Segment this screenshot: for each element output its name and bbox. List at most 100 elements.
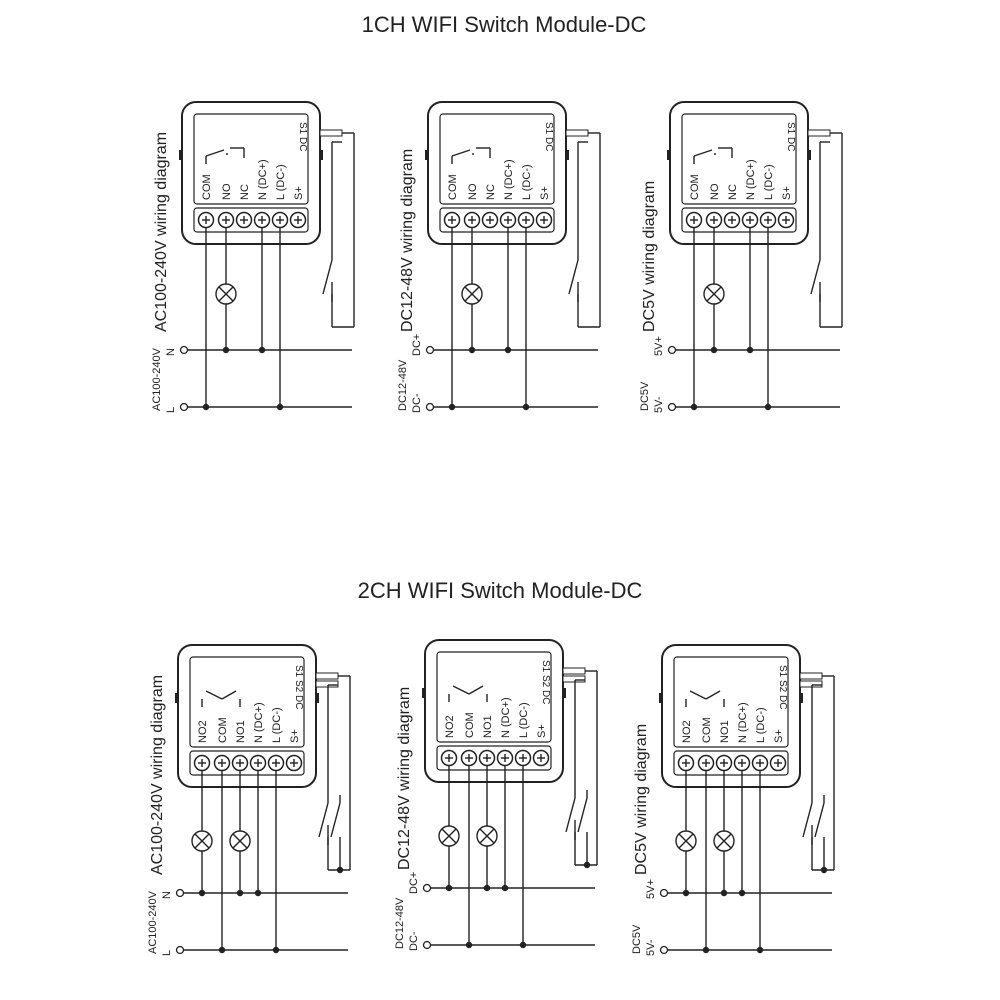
supply-terminal (179, 402, 189, 412)
terminal-label: NC (727, 184, 739, 200)
switch-connector (562, 675, 586, 683)
relay-blade (689, 690, 707, 700)
switch-connector (315, 672, 339, 680)
rail-label-top: N (165, 348, 177, 356)
terminal-screw (697, 754, 715, 772)
terminal-label: N (DC+) (253, 702, 265, 743)
junction-dot (501, 884, 509, 892)
terminal-screw (777, 211, 795, 229)
supply-terminal (175, 888, 185, 898)
terminal-label: S+ (539, 186, 551, 200)
diagram-caption: DC12-48V wiring diagram (399, 149, 416, 332)
junction-dot (254, 889, 262, 897)
terminal-screw (460, 749, 478, 767)
terminal-screw (443, 211, 461, 229)
junction-dot (710, 346, 718, 354)
terminal-screw (751, 754, 769, 772)
terminal-label: COM (689, 174, 701, 200)
rail-label-top: 5V+ (645, 879, 657, 899)
module-tab (565, 150, 569, 160)
lamp-icon (215, 283, 237, 305)
junction-dot (519, 941, 527, 949)
supply-terminal (422, 883, 432, 893)
terminal-screw (193, 754, 211, 772)
terminal-label: NC (239, 184, 251, 200)
switch-connector (807, 129, 831, 137)
terminal-screw (514, 749, 532, 767)
junction-dot (504, 346, 512, 354)
terminal-screw (478, 749, 496, 767)
switch-icon (318, 795, 329, 845)
junction-dot (272, 946, 280, 954)
switch-input-label: S1 S2 DC (777, 665, 788, 709)
lamp-icon (713, 830, 735, 852)
lamp-icon (438, 825, 460, 847)
junction-dot (522, 403, 530, 411)
supply-terminal (659, 888, 669, 898)
supply-terminal (422, 940, 432, 950)
switch-blade (318, 802, 329, 838)
lamp-cross (194, 833, 210, 849)
supply-terminal (667, 345, 677, 355)
switch-icon (322, 252, 333, 302)
lamp-cross (218, 286, 234, 302)
module-inner (193, 113, 309, 205)
terminal-label: COM (217, 717, 229, 743)
terminal-screw (705, 211, 723, 229)
rail-label-bottom: L (165, 407, 177, 413)
terminal-label: S+ (536, 724, 548, 738)
section-title-2ch: 2CH WIFI Switch Module-DC (358, 578, 643, 603)
diagram-caption: DC5V wiring diagram (633, 724, 650, 875)
terminal-label: NO1 (235, 720, 247, 743)
terminal-label: L (DC-) (755, 707, 767, 743)
lamp-icon (476, 825, 498, 847)
module-tab (179, 150, 183, 160)
terminal-screw (217, 211, 235, 229)
relay-blade (705, 690, 721, 700)
terminal-label: NO2 (444, 715, 456, 738)
lamp-icon (675, 830, 697, 852)
terminal-screw (677, 754, 695, 772)
terminal-label: N (DC+) (257, 159, 269, 200)
junction-dot (483, 884, 491, 892)
switch-blade (568, 259, 579, 295)
supply-terminal (175, 945, 185, 955)
relay-blade (221, 690, 237, 700)
switch-input-label: S1 DC (785, 122, 796, 151)
junction-dot (222, 346, 230, 354)
terminal-label: NO1 (482, 715, 494, 738)
terminal-label: NO2 (681, 720, 693, 743)
junction-dot (702, 946, 710, 954)
lamp-icon (191, 830, 213, 852)
module-tab (667, 150, 671, 160)
module-tab (659, 693, 663, 703)
terminal-screw (271, 211, 289, 229)
module-tab (422, 688, 426, 698)
module-inner (436, 651, 552, 743)
supply-terminal (659, 945, 669, 955)
rail-label-bottom: DC- (408, 931, 420, 951)
switch-blade (322, 259, 333, 295)
supply-terminal (667, 402, 677, 412)
module-tab (799, 693, 803, 703)
diagram-caption: DC5V wiring diagram (641, 181, 658, 332)
switch-blade (814, 802, 825, 838)
relay-blade (452, 685, 470, 695)
terminal-screw (517, 211, 535, 229)
module-tab (425, 150, 429, 160)
junction-dot (258, 346, 266, 354)
junction-dot (720, 889, 728, 897)
switch-icon (802, 795, 813, 845)
terminal-label: N (DC+) (737, 702, 749, 743)
terminal-label: COM (447, 174, 459, 200)
terminal-screw (249, 754, 267, 772)
rail-label-top: N (161, 891, 173, 899)
terminal-screw (741, 211, 759, 229)
relay-blade (693, 149, 713, 157)
terminal-screw (235, 211, 253, 229)
terminal-label: S+ (773, 729, 785, 743)
